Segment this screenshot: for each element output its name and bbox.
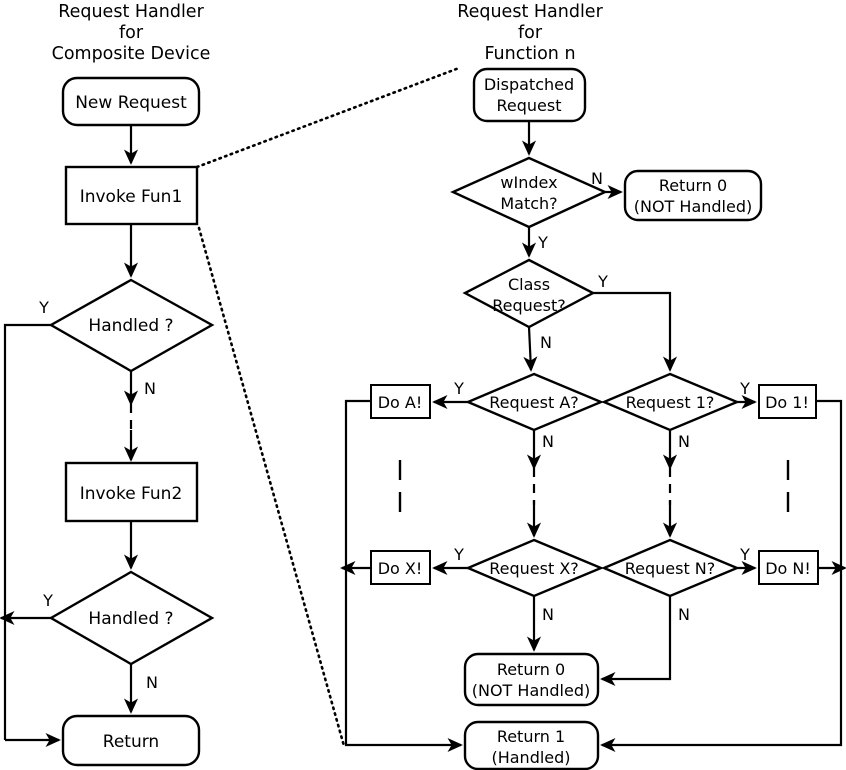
right-title-line3: Function n xyxy=(484,44,575,64)
node-do-a[interactable]: Do A! xyxy=(370,384,431,419)
node-windex-match[interactable]: wIndex Match? xyxy=(450,156,608,229)
label-request1-yes: Y xyxy=(739,379,750,398)
label-handled1-no: N xyxy=(144,379,156,398)
label-requestn-yes: Y xyxy=(739,545,750,564)
invoke-fun1-label: Invoke Fun1 xyxy=(80,187,183,207)
node-handled-1[interactable]: Handled ? xyxy=(48,278,215,373)
windex-match-shape xyxy=(450,156,608,229)
dispatched-request-line1: Dispatched xyxy=(484,75,574,94)
label-handled2-yes: Y xyxy=(42,591,53,610)
invoke-fun2-label: Invoke Fun2 xyxy=(80,484,183,504)
request-n-label: Request N? xyxy=(625,559,716,578)
node-return[interactable]: Return xyxy=(61,714,201,767)
return1-line1: Return 1 xyxy=(497,727,565,746)
request-1-label: Request 1? xyxy=(626,393,715,412)
do-n-shape xyxy=(758,550,819,585)
node-dispatched-request[interactable]: Dispatched Request xyxy=(472,67,587,123)
dispatched-request-line2: Request xyxy=(497,96,562,115)
return-label: Return xyxy=(103,732,159,752)
return-shape xyxy=(61,714,201,767)
return0-bottom-line2: (NOT Handled) xyxy=(472,681,590,700)
label-class-yes: Y xyxy=(597,272,608,291)
do-1-label: Do 1! xyxy=(765,393,809,412)
edge-class-no xyxy=(523,326,538,372)
left-title-line3: Composite Device xyxy=(52,44,211,64)
request-x-label: Request X? xyxy=(489,559,579,578)
label-requestn-no: N xyxy=(678,605,690,624)
right-title-line2: for xyxy=(518,23,543,43)
node-request-n[interactable]: Request N? xyxy=(600,538,741,598)
node-class-request[interactable]: Class Request? xyxy=(462,258,596,329)
node-request-1[interactable]: Request 1? xyxy=(600,372,741,432)
node-return0-bottom[interactable]: Return 0 (NOT Handled) xyxy=(463,652,600,707)
left-panel-title: Request Handler for Composite Device xyxy=(52,2,211,64)
label-request1-no: N xyxy=(678,432,690,451)
node-handled-2[interactable]: Handled ? xyxy=(48,570,215,666)
new-request-label: New Request xyxy=(75,93,187,113)
label-requesta-no: N xyxy=(542,432,554,451)
edge-requestn-no xyxy=(600,596,672,687)
handled-1-label: Handled ? xyxy=(88,316,173,336)
do-x-label: Do X! xyxy=(378,559,423,578)
return0-top-line2: (NOT Handled) xyxy=(634,197,752,216)
left-title-line1: Request Handler xyxy=(58,2,204,22)
class-request-line1: Class xyxy=(508,275,550,294)
return1-shape xyxy=(463,720,600,770)
node-new-request[interactable]: New Request xyxy=(61,76,201,127)
right-title-line1: Request Handler xyxy=(457,2,603,22)
right-panel-title: Request Handler for Function n xyxy=(457,2,603,64)
return1-line2: (Handled) xyxy=(491,748,570,767)
windex-match-line1: wIndex xyxy=(500,173,557,192)
node-do-n[interactable]: Do N! xyxy=(758,550,819,585)
node-request-a[interactable]: Request A? xyxy=(464,372,605,432)
do-1-shape xyxy=(758,384,817,419)
invoke-fun1-shape xyxy=(64,165,199,226)
label-handled2-no: N xyxy=(146,673,158,692)
return0-bottom-shape xyxy=(463,652,600,707)
callout-line-lower xyxy=(197,226,346,748)
left-title-line2: for xyxy=(119,23,144,43)
node-request-x[interactable]: Request X? xyxy=(464,538,605,598)
request-a-label: Request A? xyxy=(489,393,579,412)
do-n-label: Do N! xyxy=(765,559,811,578)
edge-class-yes xyxy=(593,291,678,372)
class-request-line2: Request? xyxy=(492,296,565,315)
label-requesta-yes: Y xyxy=(453,379,464,398)
handled-2-label: Handled ? xyxy=(88,609,173,629)
edge-handled1-yes-rail xyxy=(3,323,51,740)
node-return0-top[interactable]: Return 0 (NOT Handled) xyxy=(623,169,763,222)
windex-match-line2: Match? xyxy=(500,194,557,213)
return0-top-line1: Return 0 xyxy=(659,176,727,195)
node-invoke-fun2[interactable]: Invoke Fun2 xyxy=(64,461,199,523)
node-return1[interactable]: Return 1 (Handled) xyxy=(463,720,600,770)
label-requestx-no: N xyxy=(542,605,554,624)
node-invoke-fun1[interactable]: Invoke Fun1 xyxy=(64,165,199,226)
callout-line-upper xyxy=(195,66,461,169)
do-x-shape xyxy=(370,550,431,585)
label-requestx-yes: Y xyxy=(453,545,464,564)
return0-top-shape xyxy=(623,169,763,222)
node-do-1[interactable]: Do 1! xyxy=(758,384,817,419)
label-class-no: N xyxy=(540,333,552,352)
label-windex-no: N xyxy=(591,169,603,188)
do-a-label: Do A! xyxy=(378,393,423,412)
label-handled1-yes: Y xyxy=(38,298,49,317)
return0-bottom-line1: Return 0 xyxy=(497,660,565,679)
label-windex-yes: Y xyxy=(537,233,548,252)
node-do-x[interactable]: Do X! xyxy=(370,550,431,585)
do-a-shape xyxy=(370,384,431,419)
